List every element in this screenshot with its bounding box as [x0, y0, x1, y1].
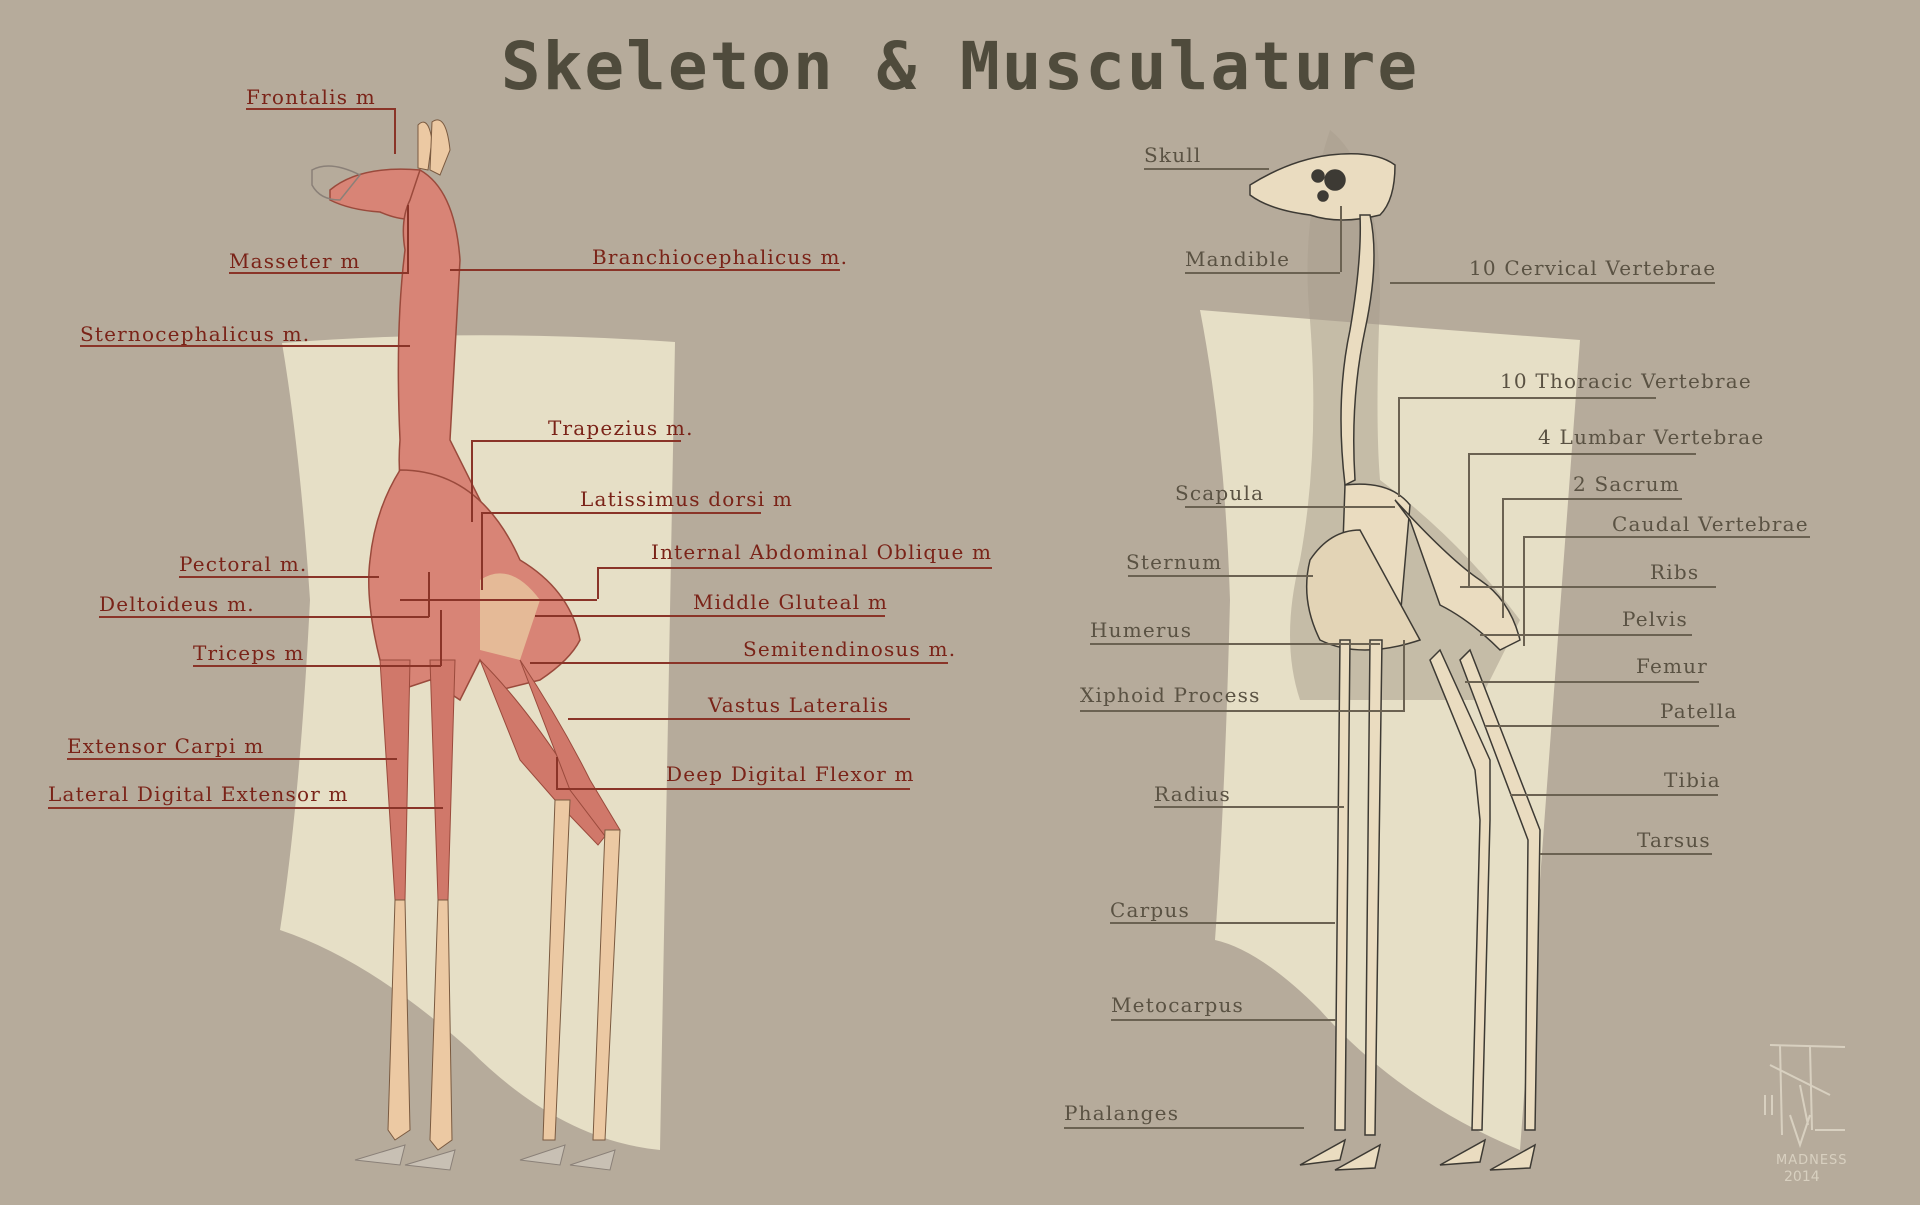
muscle-label: Latissimus dorsi m [580, 487, 794, 511]
bone-label: Pelvis [1622, 607, 1688, 631]
artist-signature: MADNESS 2014 [1750, 1035, 1860, 1185]
bone-label: Metocarpus [1111, 993, 1245, 1017]
muscle-label: Deltoideus m. [99, 592, 255, 616]
muscle-label: Internal Abdominal Oblique m [651, 540, 993, 564]
muscle-label: Middle Gluteal m [693, 590, 889, 614]
muscle-label: Trapezius m. [548, 416, 694, 440]
signature-text: MADNESS [1776, 1153, 1848, 1168]
muscle-label: Extensor Carpi m [67, 734, 265, 758]
muscle-label: Frontalis m [246, 85, 376, 109]
muscle-label: Branchiocephalicus m. [592, 245, 849, 269]
bone-label: Humerus [1090, 618, 1193, 642]
muscle-label: Sternocephalicus m. [80, 322, 311, 346]
bone-label: Xiphoid Process [1080, 683, 1261, 707]
bone-label: Mandible [1185, 247, 1291, 271]
bone-label: 4 Lumbar Vertebrae [1538, 425, 1765, 449]
muscle-label: Vastus Lateralis [708, 693, 890, 717]
bone-label: Sternum [1126, 550, 1223, 574]
skeleton-figure [1249, 130, 1541, 1171]
muscle-label: Pectoral m. [179, 552, 308, 576]
muscle-label: Masseter m [229, 249, 361, 273]
muscle-label: Triceps m [193, 641, 305, 665]
bone-label: Scapula [1175, 481, 1265, 505]
bone-label: Phalanges [1064, 1101, 1180, 1125]
bone-label: Carpus [1110, 898, 1190, 922]
muscle-figure [311, 119, 621, 1171]
bone-label: 10 Cervical Vertebrae [1469, 256, 1717, 280]
bone-label: 2 Sacrum [1573, 472, 1680, 496]
muscle-label: Deep Digital Flexor m [666, 762, 915, 786]
bone-label: Patella [1660, 699, 1738, 723]
bone-label: Ribs [1650, 560, 1700, 584]
muscle-label: Lateral Digital Extensor m [48, 782, 349, 806]
bone-label: Tarsus [1637, 828, 1711, 852]
bone-label: 10 Thoracic Vertebrae [1500, 369, 1752, 393]
page-title: Skeleton & Musculature [500, 28, 1420, 105]
bone-label: Radius [1154, 782, 1231, 806]
bone-label: Skull [1144, 143, 1202, 167]
bone-label: Caudal Vertebrae [1612, 512, 1809, 536]
muscle-label: Semitendinosus m. [743, 637, 957, 661]
signature-glyph-icon [1764, 1044, 1846, 1149]
bone-label: Tibia [1664, 768, 1721, 792]
signature-year: 2014 [1784, 1169, 1820, 1185]
bone-label: Femur [1636, 654, 1709, 678]
